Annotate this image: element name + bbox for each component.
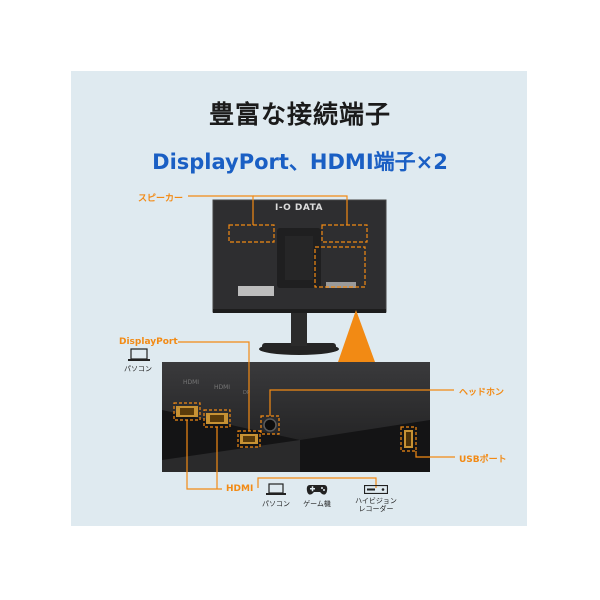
speaker-label: スピーカー — [138, 194, 184, 204]
hdmi-label: HDMI — [226, 484, 254, 494]
svg-text:HDMI: HDMI — [214, 384, 230, 391]
page-subtitle: DisplayPort、HDMI端子×2 — [152, 150, 448, 174]
page-title: 豊富な接続端子 — [208, 100, 391, 129]
hivision-line2: レコーダー — [358, 505, 394, 513]
hdmi-pc-label: パソコン — [262, 500, 290, 508]
hivision-line1: ハイビジョン — [355, 497, 397, 505]
svg-text:DP: DP — [243, 390, 250, 396]
laptop-icon — [266, 483, 286, 495]
laptop-icon — [128, 348, 150, 361]
game-console-label: ゲーム機 — [303, 500, 331, 508]
usb-port-label: USBポート — [459, 455, 507, 465]
brand-logo: I-O DATA — [275, 203, 324, 213]
displayport-label: DisplayPort — [119, 337, 178, 347]
dp-pc-label: パソコン — [124, 365, 152, 373]
recorder-icon — [364, 485, 388, 494]
headphone-label: ヘッドホン — [459, 388, 505, 398]
gamepad-icon — [306, 485, 328, 495]
hivision-recorder-label: ハイビジョン レコーダー — [348, 497, 404, 513]
svg-text:HDMI: HDMI — [183, 379, 199, 386]
